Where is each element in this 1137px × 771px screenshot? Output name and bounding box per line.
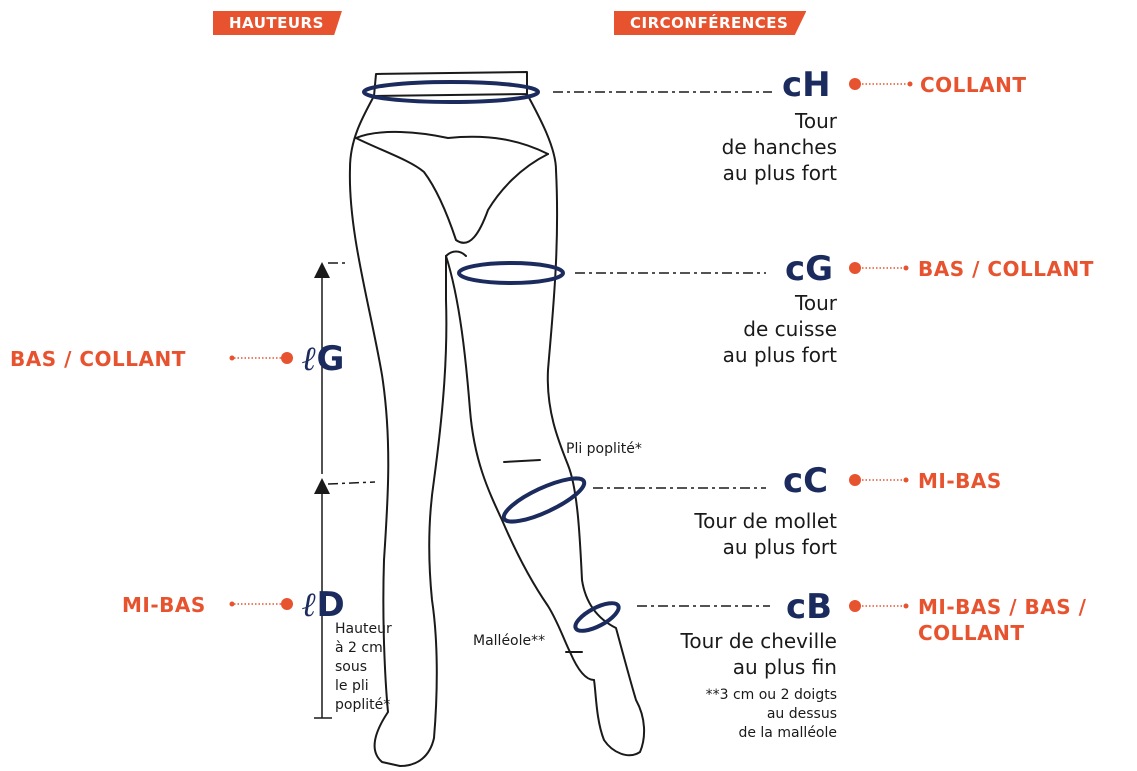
tights-outline (350, 72, 644, 766)
code-cg: cG (785, 252, 833, 286)
note-pli-poplite: Pli poplité* (566, 440, 642, 459)
description-hip: Tour de hanches au plus fort (722, 108, 837, 186)
tab-circumferences: CIRCONFÉRENCES (614, 11, 806, 35)
code-cb: cB (786, 590, 832, 624)
measurement-rings (364, 82, 622, 636)
product-mi-bas-bas-collant: MI-BAS / BAS / COLLANT (918, 594, 1086, 646)
product-mi-bas: MI-BAS (918, 468, 1002, 494)
description-calf: Tour de mollet au plus fort (694, 508, 837, 560)
tab-heights: HAUTEURS (213, 11, 342, 35)
description-ankle: Tour de cheville au plus fin (681, 628, 837, 680)
code-ld: ℓD (302, 588, 345, 622)
code-lg: ℓG (302, 342, 344, 376)
code-ch: cH (782, 68, 831, 102)
product-height-mi-bas: MI-BAS (122, 592, 206, 618)
note-hauteur: Hauteur à 2 cm sous le pli poplité* (335, 620, 392, 715)
product-bas-collant: BAS / COLLANT (918, 256, 1094, 282)
description-thigh: Tour de cuisse au plus fort (723, 290, 837, 368)
product-collant: COLLANT (920, 72, 1027, 98)
code-cc: cC (783, 464, 828, 498)
note-malleole: Malléole** (473, 632, 545, 651)
note-malleole-definition: **3 cm ou 2 doigts au dessus de la mallé… (706, 686, 837, 743)
product-height-bas-collant: BAS / COLLANT (10, 346, 186, 372)
